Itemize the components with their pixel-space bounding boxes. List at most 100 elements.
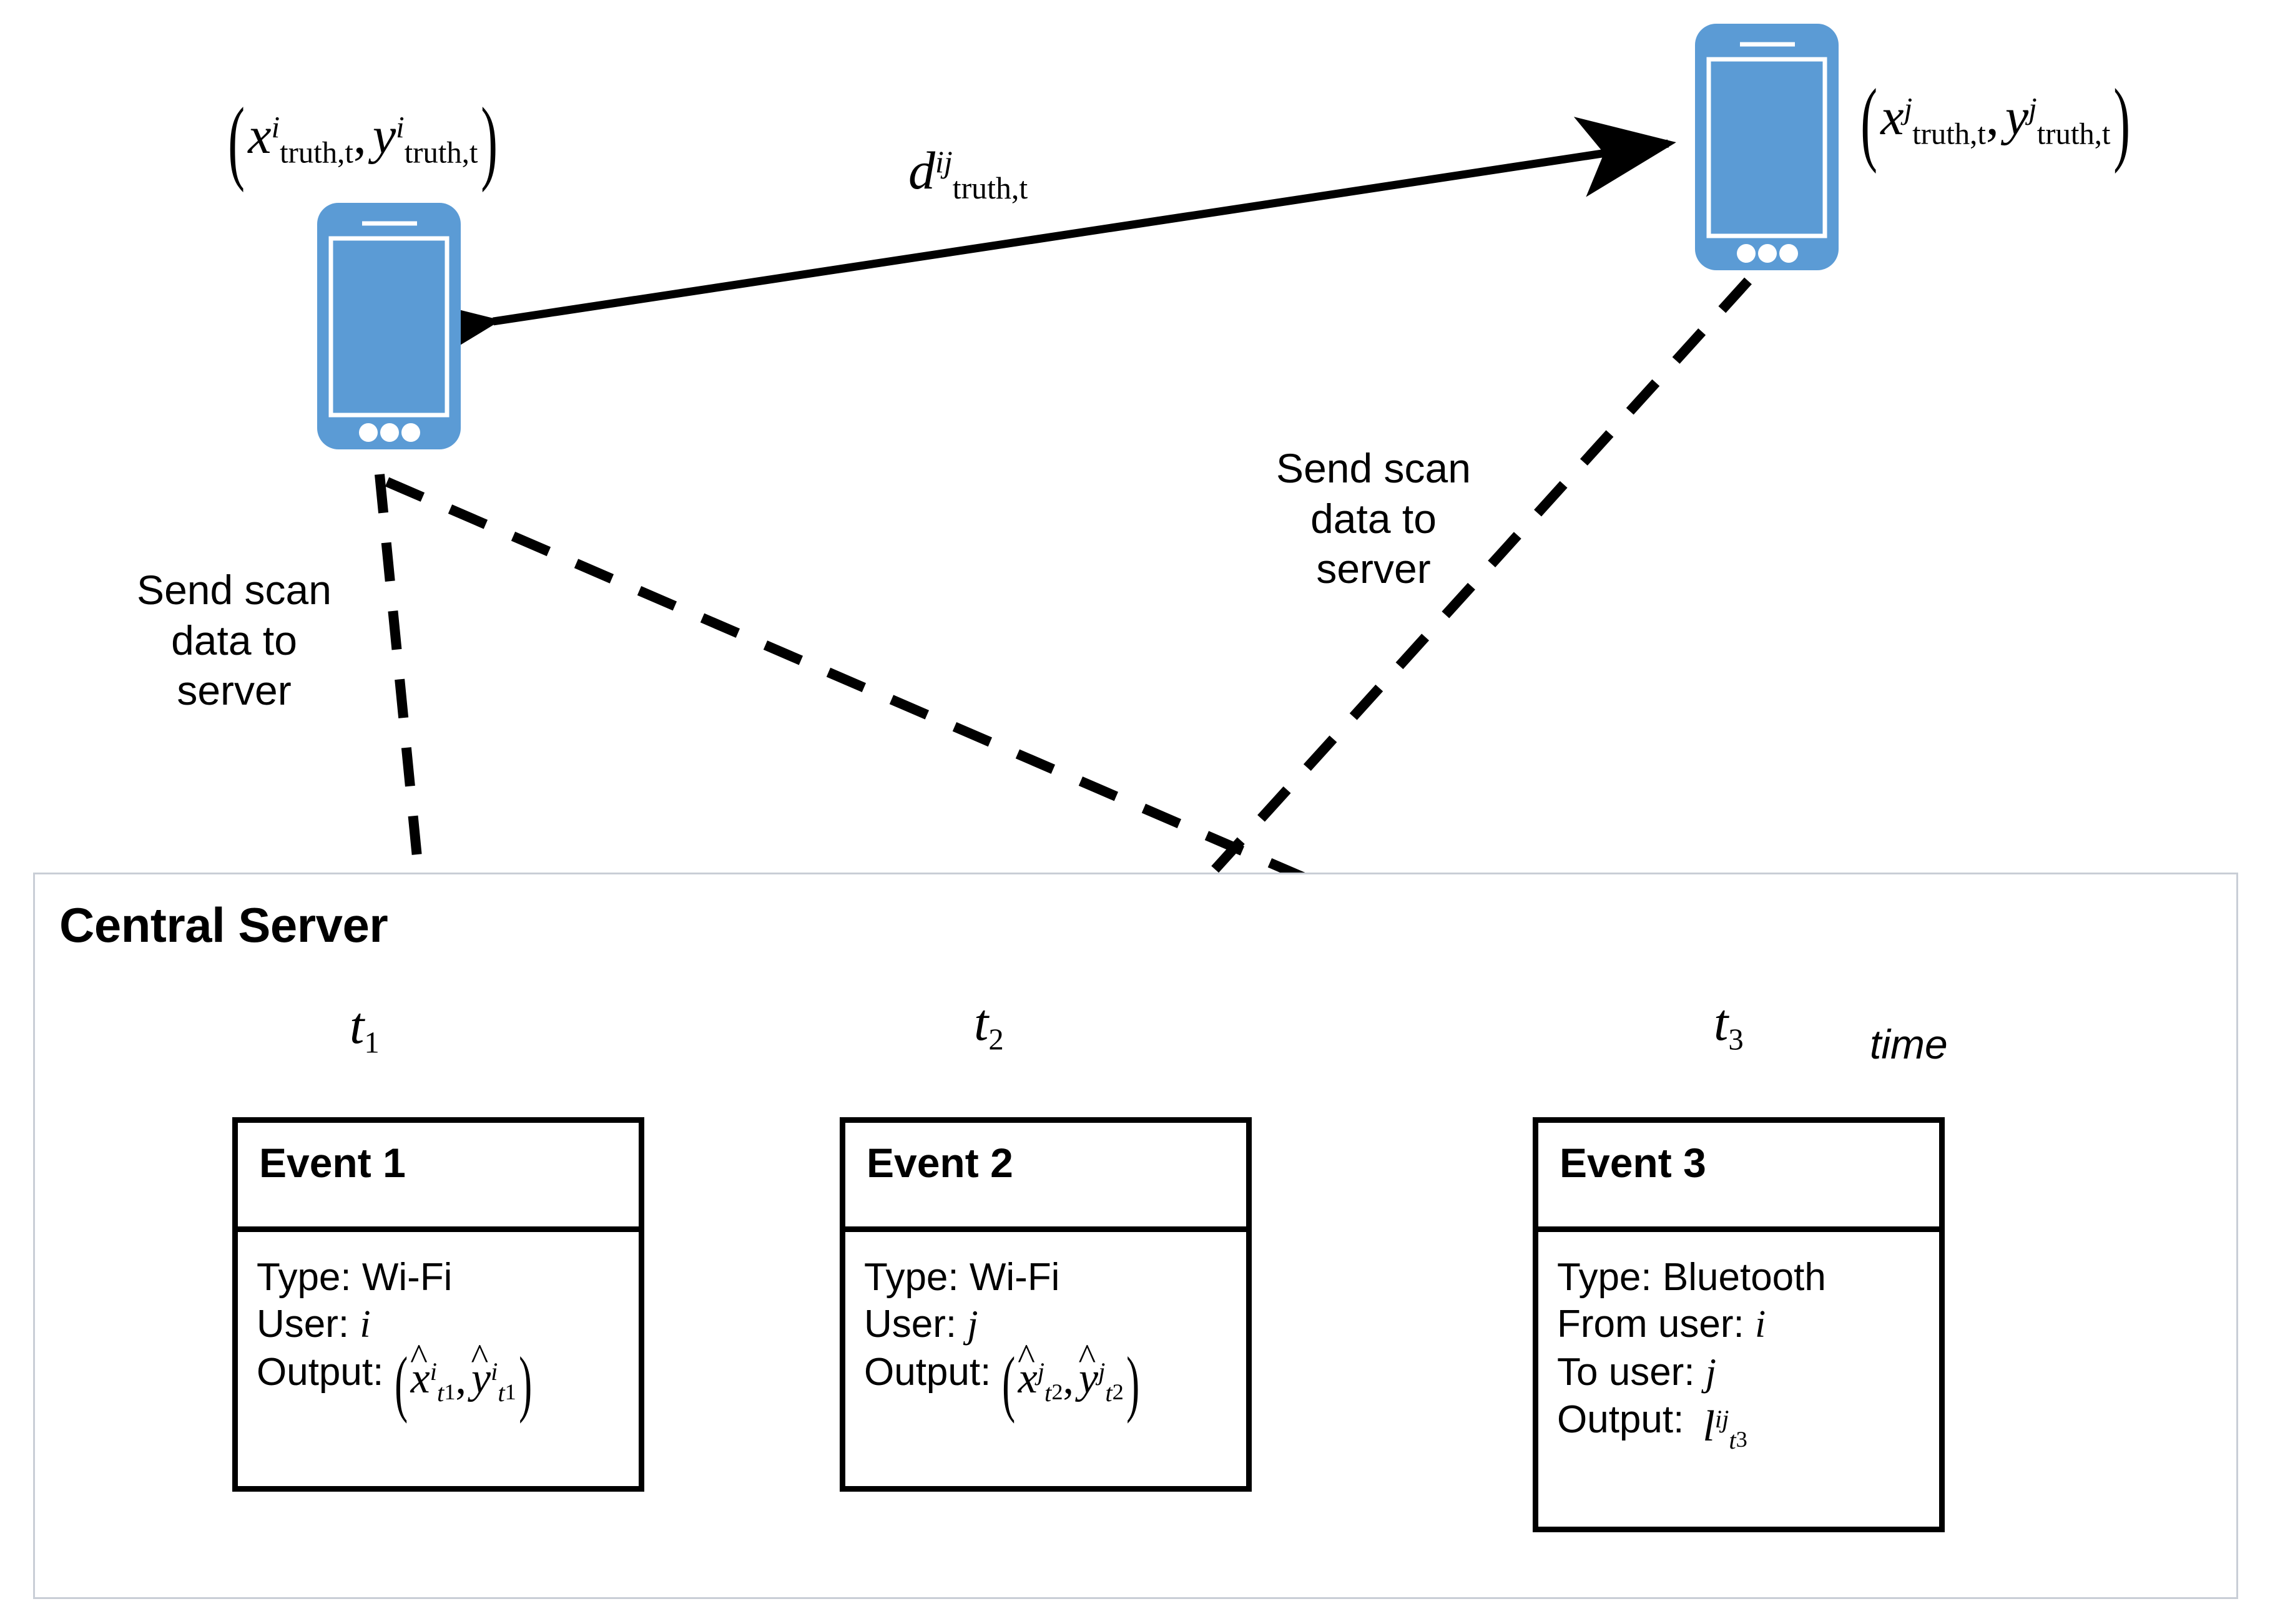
event-3-type-value: Bluetooth (1662, 1256, 1826, 1299)
event-2-type-line: Type: Wi-Fi (864, 1256, 1246, 1299)
tick-label-t1: t1 (350, 995, 380, 1060)
central-server-title: Central Server (59, 898, 388, 952)
event-3-to-user-value: j (1705, 1351, 1717, 1394)
truth-distance-arrow (398, 117, 1676, 375)
send-scan-line-3: server (1316, 545, 1431, 592)
y-symbol: y (372, 107, 396, 165)
hat-accent: ^ (471, 1336, 489, 1377)
t3-subscript: 3 (1728, 1022, 1744, 1057)
x-subscript-t: t (437, 1378, 445, 1407)
y-superscript-i: i (396, 110, 405, 144)
x-subscript-truth: truth,t (1912, 117, 1986, 151)
t2-subscript: 2 (988, 1022, 1004, 1057)
x-symbol: x (1880, 88, 1904, 147)
event-2-type-label: Type: (864, 1256, 970, 1299)
event-1-user-label: User: (257, 1303, 360, 1346)
coord-label-user-j: (xjtruth,t,yjtruth,t) (1857, 75, 2134, 169)
event-1-output-label: Output: (257, 1350, 384, 1394)
event-2-user-label: User: (864, 1303, 968, 1346)
hat-accent: ^ (410, 1336, 428, 1377)
x-subscript-index-2: 2 (1051, 1379, 1063, 1404)
x-superscript-j: j (1037, 1357, 1045, 1386)
y-hat-group: ^y (471, 1336, 491, 1403)
l-superscript-ij: ij (1714, 1404, 1729, 1433)
x-hat-group: ^x (410, 1336, 430, 1403)
event-2-output-math: (^xjt2,^yjt2) (1000, 1336, 1142, 1425)
comma-separator: , (1063, 1354, 1074, 1403)
comma-separator: , (353, 107, 366, 165)
event-1-user-value: i (360, 1303, 371, 1346)
t-symbol: t (974, 994, 989, 1052)
event-1-type-label: Type: (257, 1256, 362, 1299)
tick-label-t3: t3 (1714, 992, 1744, 1057)
event-1-user-line: User: i (257, 1303, 639, 1346)
t1-subscript: 1 (364, 1025, 380, 1060)
send-scan-line-2: data to (171, 617, 297, 663)
time-axis-label: time (1870, 1021, 1948, 1067)
x-superscript-i: i (271, 110, 280, 144)
event-2-body: Type: Wi-Fi User: j Output:(^xjt2,^yjt2) (845, 1232, 1246, 1431)
d-symbol: d (908, 140, 935, 200)
l-symbol: l (1702, 1402, 1715, 1450)
open-paren: ( (228, 89, 245, 193)
send-scan-line-1: Send scan (1276, 445, 1471, 491)
event-1-type-value: Wi-Fi (361, 1256, 453, 1299)
tick-label-t2: t2 (974, 992, 1004, 1057)
event-3-from-user-line: From user: i (1557, 1303, 1939, 1346)
d-subscript-truth: truth,t (952, 170, 1028, 205)
send-scan-line-1: Send scan (137, 567, 332, 613)
event-3-from-user-label: From user: (1557, 1303, 1755, 1346)
y-subscript-t: t (1105, 1378, 1113, 1407)
t-symbol: t (1714, 994, 1729, 1052)
event-1-header: Event 1 (238, 1123, 639, 1232)
event-3-body: Type: Bluetooth From user: i To user: j … (1538, 1232, 1939, 1470)
y-symbol: y (2005, 88, 2029, 147)
close-paren: ) (518, 1343, 533, 1425)
x-subscript-t: t (1044, 1378, 1052, 1407)
y-superscript-j: j (2028, 91, 2037, 125)
event-3-output-line: Output: lijt3 (1557, 1398, 1939, 1454)
event-2-output-line: Output:(^xjt2,^yjt2) (864, 1336, 1246, 1425)
smartphone-icon-user-j (1695, 24, 1839, 270)
send-scan-label-right: Send scan data to server (1249, 443, 1498, 594)
event-1-output-math: (^xit1,^yit1) (392, 1336, 534, 1425)
y-symbol: y (1079, 1354, 1099, 1403)
event-2-output-label: Output: (864, 1350, 991, 1394)
comma-separator: , (455, 1354, 467, 1403)
smartphone-icon-user-i (317, 203, 461, 449)
y-hat-group: ^y (1078, 1336, 1099, 1403)
x-subscript-index-1: 1 (444, 1379, 456, 1404)
event-1-type-line: Type: Wi-Fi (257, 1256, 639, 1299)
x-subscript-truth: truth,t (280, 135, 353, 170)
open-paren: ( (1002, 1343, 1016, 1425)
y-symbol: y (471, 1354, 491, 1403)
open-paren: ( (395, 1343, 408, 1425)
truth-distance-label: dijtruth,t (908, 144, 1028, 204)
x-symbol: x (410, 1354, 430, 1403)
x-superscript-j: j (1904, 91, 1913, 125)
send-scan-line-3: server (177, 667, 292, 714)
x-symbol: x (248, 107, 272, 165)
event-3-from-user-value: i (1754, 1303, 1766, 1346)
event-3-header: Event 3 (1538, 1123, 1939, 1232)
l-subscript-index-3: 3 (1736, 1427, 1747, 1452)
y-subscript-index-2: 2 (1112, 1379, 1124, 1404)
event-card-1: Event 1 Type: Wi-Fi User: i Output:(^xit… (232, 1117, 644, 1492)
y-superscript-j: j (1098, 1357, 1106, 1386)
d-superscript-ij: ij (935, 145, 953, 180)
event-3-output-label: Output: (1557, 1398, 1684, 1442)
coord-label-user-i: (xitruth,t,yitruth,t) (225, 94, 501, 188)
event-2-type-value: Wi-Fi (969, 1256, 1060, 1299)
x-hat-group: ^x (1018, 1336, 1038, 1403)
event-3-type-line: Type: Bluetooth (1557, 1256, 1939, 1299)
event-1-output-line: Output:(^xit1,^yit1) (257, 1336, 639, 1425)
event-3-to-user-line: To user: j (1557, 1351, 1939, 1394)
event-3-output-math: lijt3 (1702, 1402, 1747, 1454)
event-3-type-label: Type: (1557, 1256, 1663, 1299)
y-subscript-truth: truth,t (404, 135, 478, 170)
event-2-user-value: j (967, 1303, 978, 1346)
send-scan-label-left: Send scan data to server (122, 565, 346, 716)
send-scan-line-2: data to (1310, 495, 1437, 542)
event-card-3: Event 3 Type: Bluetooth From user: i To … (1533, 1117, 1945, 1532)
